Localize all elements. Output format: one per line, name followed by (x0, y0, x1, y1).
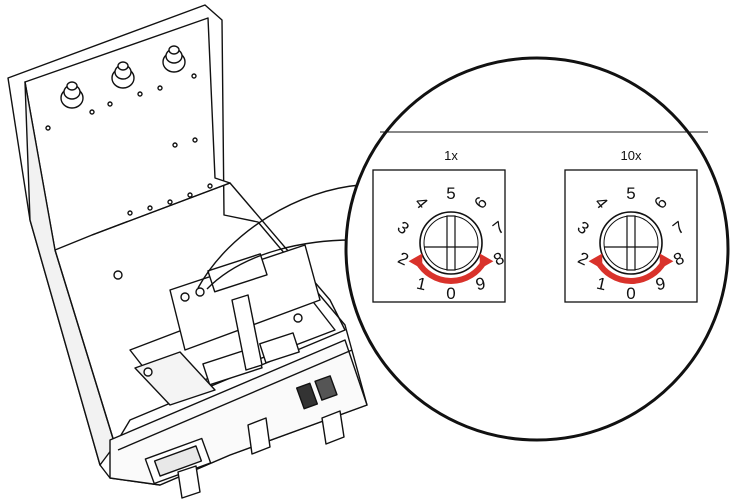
knob-1 (60, 81, 84, 109)
latch-left (177, 465, 201, 499)
usb-port (295, 382, 319, 410)
component-2 (195, 287, 205, 297)
switch-1x-digit-9: 9 (474, 274, 487, 295)
switch-1x-digit-0: 0 (446, 284, 455, 303)
screw-holes (45, 73, 213, 216)
component-5 (113, 270, 123, 280)
leader-curve-2 (206, 239, 353, 290)
terminal-block-1 (207, 253, 268, 293)
switch-10x-digit-1: 1 (595, 274, 608, 295)
switch-10x-digit-0: 0 (626, 284, 635, 303)
leader-curve-1 (197, 184, 361, 289)
switch-1x-digit-1: 1 (415, 274, 428, 295)
magnifier-circle (344, 56, 730, 442)
rotation-arrow-head-left (588, 253, 603, 270)
switch-1x-digit-5: 5 (446, 184, 455, 203)
switch-10x-label: 10x (621, 148, 642, 163)
board-tray (134, 351, 216, 406)
switch-1x-label: 1x (444, 148, 458, 163)
dial-slot-vertical (626, 215, 636, 271)
terminal-block-3 (259, 332, 300, 364)
component-3 (143, 367, 153, 377)
switch-10x-digit-9: 9 (654, 274, 667, 295)
knob-3 (162, 45, 186, 73)
rotation-arrow-arc (415, 260, 487, 284)
dip-block (314, 375, 338, 401)
rotation-arrow-head-right (479, 253, 494, 270)
power-connector-inner (153, 445, 203, 477)
dial-slot-vertical (446, 215, 456, 271)
housing-left-wall (24, 81, 116, 466)
switch-10x-digit-5: 5 (626, 184, 635, 203)
latch-right (321, 410, 345, 445)
rotation-arrow-head-right (659, 253, 674, 270)
component-4 (293, 313, 303, 323)
rotation-arrow-head-left (408, 253, 423, 270)
rotation-arrow-arc (595, 260, 667, 284)
housing-front-edge (117, 349, 353, 451)
device (7, 4, 368, 499)
mounting-bracket (231, 294, 263, 371)
front-handle (247, 417, 271, 455)
component-1 (180, 292, 190, 302)
knob-2 (111, 61, 135, 89)
